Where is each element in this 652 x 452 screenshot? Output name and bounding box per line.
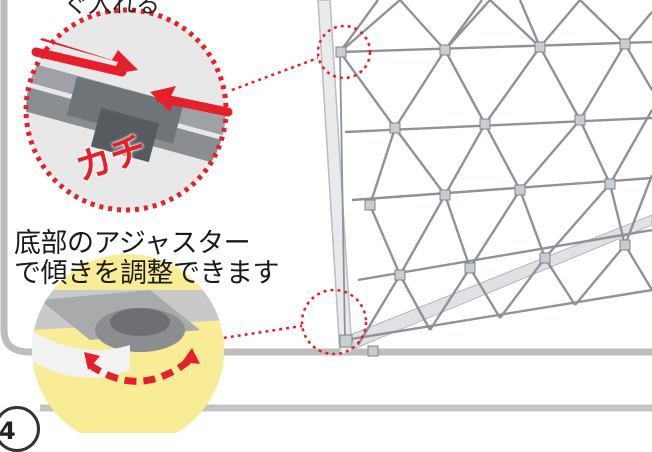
- rotate-arrow-head-left: [84, 352, 100, 370]
- arrow-shaft-right: [31, 47, 127, 77]
- bottom-joint-highlight: [300, 288, 368, 356]
- rotate-arrow-head-right: [182, 348, 200, 364]
- bottom-connector-line: [209, 324, 303, 342]
- rotate-arrow-icon: [87, 357, 193, 385]
- partial-heading: ぐ入れる: [64, 0, 160, 18]
- frame-joints: [335, 38, 631, 357]
- panel-border: [0, 0, 652, 356]
- lattice-frame: [339, 0, 652, 346]
- adjuster-callout-circle: [32, 254, 224, 446]
- push-arrow-right-icon: [40, 38, 138, 74]
- step-number: 4: [0, 417, 16, 445]
- step-number-badge: 4: [0, 406, 40, 452]
- top-joint-highlight: [316, 24, 372, 80]
- clip-callout-circle: [23, 7, 229, 213]
- caption-line-2: で傾きを調整できます: [14, 258, 280, 289]
- arrow-shaft-left: [155, 93, 233, 117]
- frame-side-panel: [317, 0, 652, 356]
- top-connector-line: [231, 56, 319, 92]
- caption-line-1: 底部のアジャスター: [14, 228, 251, 259]
